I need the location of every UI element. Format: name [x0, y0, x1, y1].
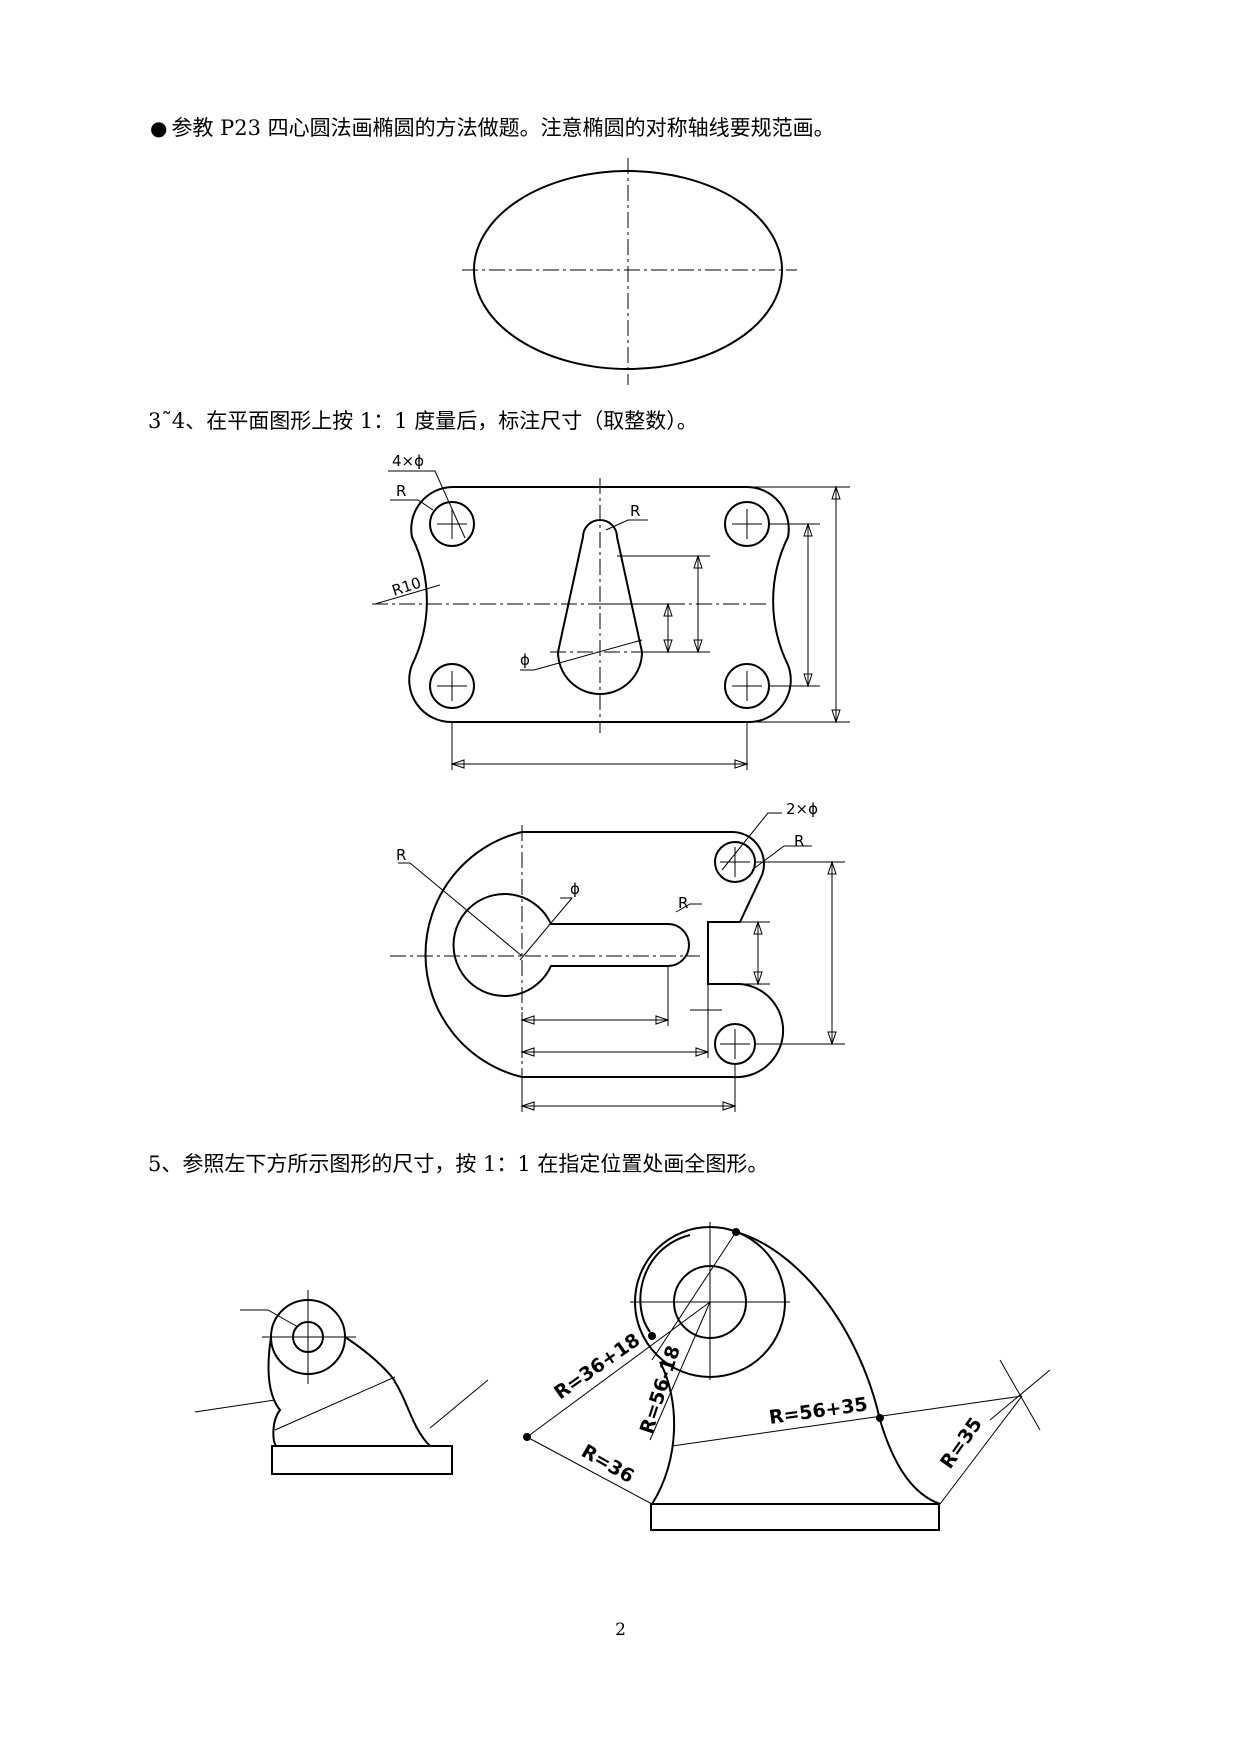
- reference-leader-4: [429, 1379, 489, 1429]
- keyhole-dimension-lines: [521, 861, 845, 1112]
- r10-label: R10: [390, 574, 424, 600]
- hole-center-marks-2: [720, 847, 750, 1059]
- keyhole-slot: [452, 893, 690, 997]
- reference-bracket: [194, 1290, 489, 1475]
- construction-point-2: [732, 1228, 740, 1236]
- plate-figure: 4×ϕ R R R10 ϕ: [372, 452, 850, 770]
- ellipse-instruction: ●参教 P23 四心圆法画椭圆的方法做题。注意椭圆的对称轴线要规范画。: [150, 112, 835, 142]
- reference-centerlines: [262, 1290, 356, 1384]
- keyhole-arrowheads: [520, 860, 837, 1111]
- plate-dimension-lines: [451, 486, 850, 770]
- holes-label-2: 2×ϕ: [786, 800, 818, 818]
- plate-outline: [408, 486, 792, 724]
- big-phi-label: ϕ: [570, 880, 580, 898]
- teardrop-slot: [556, 519, 644, 695]
- plate-arrowheads: [450, 485, 841, 769]
- outer-r-leader: [398, 862, 523, 957]
- slot-phi-leader: [520, 639, 643, 671]
- slot-r-label: R: [630, 502, 640, 520]
- construction-point-4: [876, 1414, 884, 1422]
- corner-r-label: R: [396, 482, 406, 500]
- r56-35-label: R=56+35: [768, 1393, 869, 1429]
- reference-leader-3: [274, 1376, 396, 1431]
- slot-r-leader: [605, 519, 648, 531]
- keyhole-figure: 2×ϕ R R ϕ R: [390, 800, 845, 1112]
- dimension-instruction: 3˜4、在平面图形上按 1：1 度量后，标注尺寸（取整数）。: [148, 409, 698, 433]
- holes-leader-2: [721, 812, 782, 871]
- big-phi-leader: [519, 897, 574, 961]
- corner-r-leader: [390, 499, 434, 511]
- page-number: 2: [615, 1620, 626, 1640]
- r35-label: R=35: [936, 1414, 987, 1473]
- slot-r-leader-2: [675, 903, 702, 913]
- reference-right-arc: [344, 1336, 431, 1447]
- construction-left-arc: [639, 1234, 691, 1333]
- holes-leader: [388, 470, 466, 539]
- hole-center-marks: [437, 509, 762, 701]
- reference-leader-2: [194, 1399, 276, 1413]
- outer-r-label: R: [396, 846, 406, 864]
- hole-r-label: R: [794, 832, 804, 850]
- construction-base: [650, 1503, 940, 1531]
- ellipse-instruction-text: 参教 P23 四心圆法画椭圆的方法做题。注意椭圆的对称轴线要规范画。: [171, 116, 835, 140]
- reference-base: [271, 1445, 453, 1475]
- bullet-icon: ●: [150, 116, 168, 140]
- r10-leader: [374, 584, 441, 605]
- construction-point-1: [523, 1433, 531, 1441]
- slot-r-label-2: R: [678, 894, 688, 912]
- construction-right-arc: [735, 1231, 941, 1505]
- reference-leader-1: [240, 1309, 299, 1328]
- construction-lower-arc: [651, 1361, 676, 1505]
- construction-point-3: [648, 1332, 656, 1340]
- hole-r-leader: [751, 845, 812, 871]
- slot-phi-label: ϕ: [520, 651, 530, 669]
- r56-18-label: R=56-18: [636, 1343, 685, 1437]
- hole-bottom-left: [429, 663, 475, 709]
- r36-18-label: R=36+18: [550, 1329, 644, 1404]
- drawing-instruction: 5、参照左下方所示图形的尺寸，按 1：1 在指定位置处画全图形。: [148, 1152, 769, 1176]
- holes-label: 4×ϕ: [392, 452, 424, 470]
- construction-helper-lines: [526, 1231, 1051, 1505]
- construction-bracket: R=36+18 R=56-18 R=56+35 R=36 R=35: [523, 1222, 1051, 1531]
- reference-left-arc: [267, 1336, 282, 1447]
- keyhole-outline: [424, 831, 785, 1079]
- ellipse-figure: [462, 158, 797, 385]
- hole-top-left: [429, 501, 475, 547]
